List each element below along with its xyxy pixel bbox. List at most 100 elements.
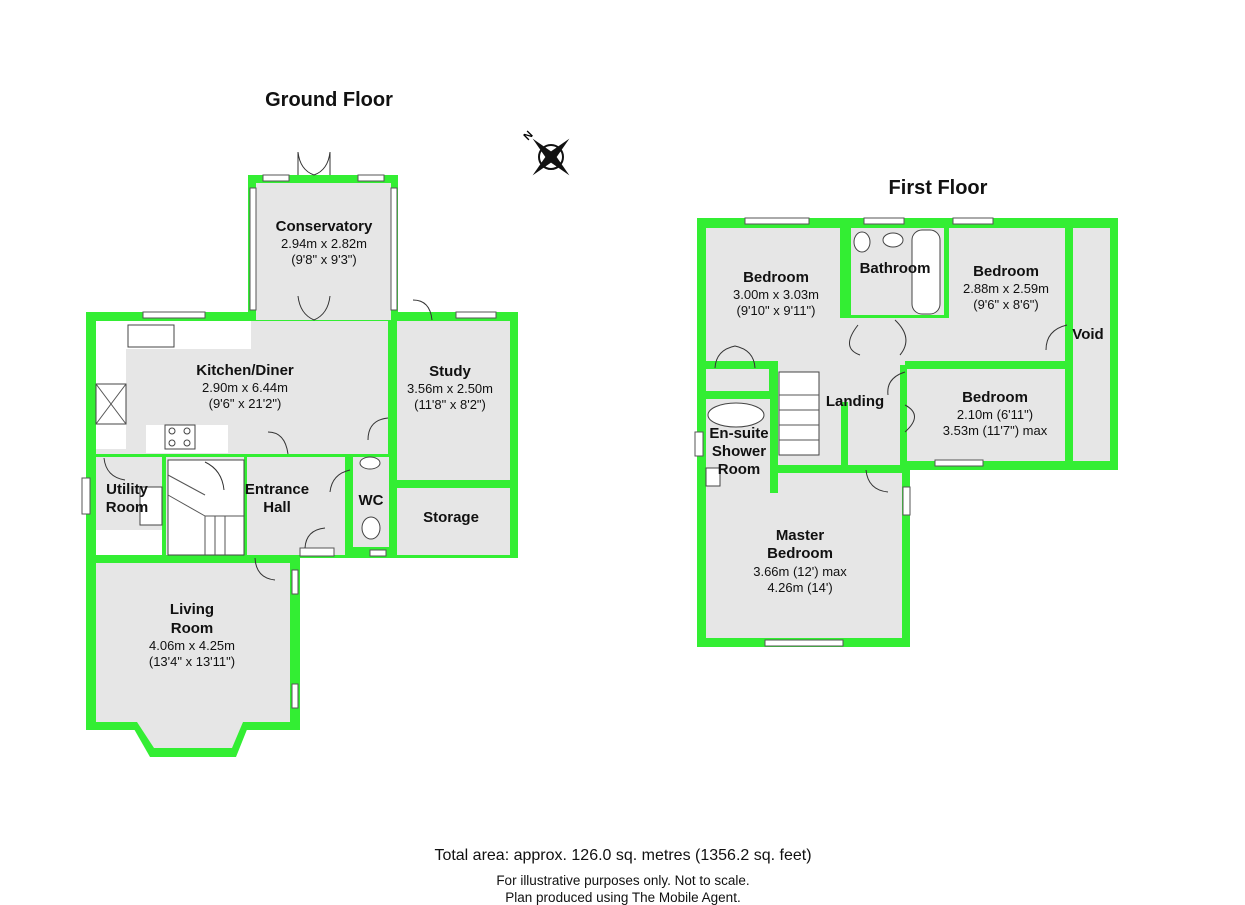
- master-bedroom-floor: [706, 473, 902, 638]
- door: [204, 461, 225, 491]
- wardrobe-doors: [714, 345, 756, 369]
- door: [1045, 324, 1068, 351]
- room-name: WC: [359, 492, 384, 509]
- shower-icon: [705, 467, 721, 487]
- room-name: En-suite: [709, 425, 768, 442]
- window: [262, 174, 290, 182]
- room-name: Utility: [106, 481, 148, 498]
- disclaimer: For illustrative purposes only. Not to s…: [496, 873, 749, 888]
- bath-icon: [911, 229, 941, 315]
- entrance-floor: [247, 457, 345, 555]
- storage-floor: [397, 488, 510, 555]
- door: [865, 469, 889, 493]
- window: [934, 459, 984, 467]
- room-dimensions: 2.88m x 2.59m: [963, 281, 1049, 296]
- room-name: Master: [776, 527, 825, 544]
- conservatory-floor: [256, 183, 391, 320]
- bedroom-floor: [706, 228, 841, 361]
- basin-icon: [359, 456, 381, 470]
- room-dimensions: (9'6" x 8'6"): [973, 297, 1039, 312]
- door: [329, 469, 351, 493]
- room-dimensions: (11'8" x 8'2"): [414, 397, 486, 412]
- room-name: Room: [718, 461, 761, 478]
- total-area: Total area: approx. 126.0 sq. metres (13…: [434, 847, 811, 864]
- room-name: Bedroom: [767, 545, 833, 562]
- room-dimensions: (9'10" x 9'11"): [737, 303, 816, 318]
- room-dimensions: 3.66m (12') max: [753, 564, 847, 579]
- bedroom-floor: [905, 369, 1065, 461]
- room-dimensions: 2.90m x 6.44m: [202, 380, 288, 395]
- room-dimensions: (9'6" x 21'2"): [209, 396, 282, 411]
- window: [744, 217, 810, 225]
- window: [455, 311, 497, 319]
- window: [952, 217, 994, 225]
- room-name: Entrance: [245, 481, 309, 498]
- room-dimensions: 2.94m x 2.82m: [281, 236, 367, 251]
- room-name: Room: [106, 499, 149, 516]
- room-dimensions: 4.06m x 4.25m: [149, 638, 235, 653]
- room-name: Shower: [712, 443, 766, 460]
- window: [764, 639, 844, 647]
- ground-floor-plan: Conservatory 2.94m x 2.82m (9'8" x 9'3")…: [81, 151, 518, 757]
- room-dimensions: 3.53m (11'7") max: [943, 423, 1048, 438]
- door: [367, 417, 389, 441]
- compass-rose-icon: [532, 138, 570, 176]
- basin-icon: [882, 232, 904, 248]
- room-dimensions: 2.10m (6'11"): [957, 407, 1033, 422]
- ground-floor-title: Ground Floor: [265, 89, 393, 111]
- room-name: Conservatory: [276, 218, 373, 235]
- room-name: Living: [170, 601, 214, 618]
- window: [291, 683, 299, 709]
- room-name: Room: [171, 620, 214, 637]
- window: [357, 174, 385, 182]
- door: [103, 457, 126, 481]
- window: [902, 486, 911, 516]
- room-name: Landing: [826, 393, 884, 410]
- window: [142, 311, 206, 319]
- door: [412, 299, 433, 321]
- door: [267, 431, 289, 455]
- window: [390, 187, 398, 311]
- door: [304, 527, 326, 549]
- door: [254, 557, 276, 581]
- void-floor: [1073, 228, 1110, 461]
- living-floor: [96, 563, 290, 722]
- room-name: Kitchen/Diner: [196, 362, 294, 379]
- toilet-icon: [361, 516, 381, 540]
- toilet-icon: [853, 231, 871, 253]
- room-name: Bedroom: [973, 263, 1039, 280]
- door: [894, 319, 907, 356]
- door: [849, 324, 861, 356]
- room-name: Hall: [263, 499, 291, 516]
- window: [291, 569, 299, 595]
- room-name: Storage: [423, 509, 479, 526]
- room-name: Bedroom: [743, 269, 809, 286]
- first-floor-plan: Bedroom 3.00m x 3.03m (9'10" x 9'11") Ba…: [694, 217, 1118, 647]
- window: [694, 431, 704, 457]
- first-floor-title: First Floor: [889, 177, 988, 199]
- bath-icon: [707, 402, 765, 428]
- study-floor: [397, 321, 510, 480]
- room-name: Bathroom: [860, 260, 931, 277]
- room-name: Study: [429, 363, 471, 380]
- door: [887, 371, 906, 396]
- sink-icon: [127, 324, 175, 348]
- room-name: Bedroom: [962, 389, 1028, 406]
- room-dimensions: (9'8" x 9'3"): [291, 252, 357, 267]
- window: [81, 477, 91, 515]
- room-dimensions: (13'4" x 13'11"): [149, 654, 235, 669]
- bedroom-floor: [949, 228, 1065, 361]
- window: [249, 187, 257, 311]
- staircase-icon: [167, 459, 245, 556]
- room-name: Void: [1072, 326, 1103, 343]
- room-dimensions: 3.00m x 3.03m: [733, 287, 819, 302]
- window: [863, 217, 905, 225]
- door: [904, 404, 915, 433]
- staircase-icon: [778, 371, 820, 456]
- french-doors: [297, 295, 331, 321]
- front-door: [299, 547, 335, 557]
- credit: Plan produced using The Mobile Agent.: [505, 890, 740, 905]
- room-dimensions: 4.26m (14'): [767, 580, 832, 595]
- room-dimensions: 3.56m x 2.50m: [407, 381, 493, 396]
